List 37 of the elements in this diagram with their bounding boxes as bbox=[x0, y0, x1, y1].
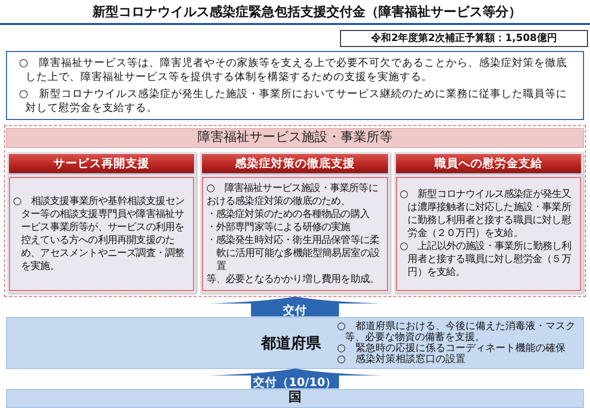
bullet-text: ○ 障害福祉サービス施設・事業所等における感染症対策の徹底のため、 bbox=[206, 182, 379, 208]
bullet-text: ○ 障害福祉サービス等は、障害児者やその家族等を支える上で必要不可欠であることから、感染症対策を徹底した上で、障害福祉サービス等を提供する体制を構築するための支援を実施する。 bbox=[19, 56, 568, 84]
bullet-text: ○ 新型コロナウイルス感染症が発生した施設・事業所においてサービス継続のために業務に従事した職員等に対して慰労金を支給する。 bbox=[19, 86, 568, 115]
bullet-text: ○ 緊急時の応援に係るコーディネート機能の確保 bbox=[337, 342, 567, 354]
bullet-text: ○ 上記以外の施設・事業所に勤務し利用者と接する職員に対し慰労金（５万円）を支給。 bbox=[400, 240, 572, 280]
card-header-bar bbox=[202, 154, 388, 173]
support-card bbox=[200, 152, 390, 293]
support-card bbox=[7, 152, 196, 293]
bullet-text: ○ 感染対策相談窓口の設置 bbox=[337, 354, 467, 365]
bullet-text: ○ 都道府県における、今後に備えた消毒液・マスク等、必要な物資の備蓄を支援。 bbox=[337, 320, 577, 343]
note-text: 等、必要となるかかり増し費用を助成。 bbox=[206, 272, 380, 286]
bullet-text: ○ 新型コロナウイルス感染症が発生又は濃厚接触者に対応した施設・事業所に勤務し利用者と接する職員に対し慰労金（２０万円）を支給。 bbox=[400, 188, 572, 240]
card-heading: 職員への慰労金支給 bbox=[433, 156, 544, 171]
bullet-text: ○ 相談支援事業所や基幹相談支援センター等の相談支援専門員や障害福祉サービス事業所等が、サービスの利用を控えている方への利用再開支援のため、アセスメントやニーズ調査・調整を実施。 bbox=[13, 194, 186, 273]
card-header-bar bbox=[396, 154, 581, 173]
band-label: 都道府県 bbox=[261, 332, 321, 353]
budget-amount-text: 令和2年度第2次補正予算額：1,508億円 bbox=[370, 32, 558, 45]
list-item-text: ・感染症対策のための各種物品の購入 bbox=[206, 208, 371, 221]
summary-panel bbox=[6, 50, 584, 120]
card-body-box bbox=[396, 176, 581, 291]
list-item-text: ・外部専門家等による研修の実施 bbox=[206, 220, 352, 234]
card-body-box bbox=[9, 176, 194, 291]
card-body-box bbox=[202, 176, 388, 291]
dashed-group-frame bbox=[4, 124, 586, 297]
national-band bbox=[6, 388, 584, 408]
title: 新型コロナウイルス感染症緊急包括支援交付金（障害福祉サービス等分） bbox=[92, 4, 522, 21]
prefecture-band bbox=[6, 316, 584, 369]
group-heading: 障害福祉サービス施設・事業所等 bbox=[196, 128, 394, 147]
support-card bbox=[394, 152, 583, 293]
band-label: 国 bbox=[288, 390, 302, 406]
edge-label: 交付 bbox=[283, 304, 307, 316]
card-heading: 感染症対策の徹底支援 bbox=[234, 156, 356, 171]
card-heading: サービス再開支援 bbox=[52, 156, 151, 171]
card-header-bar bbox=[9, 154, 194, 173]
list-item-text: ・感染発生時対応・衛生用品保管等に柔軟に活用可能な多機能型簡易居室の設置 bbox=[206, 234, 381, 273]
edge-label: 交付（10/10） bbox=[252, 376, 338, 388]
budget-panel bbox=[340, 30, 588, 47]
